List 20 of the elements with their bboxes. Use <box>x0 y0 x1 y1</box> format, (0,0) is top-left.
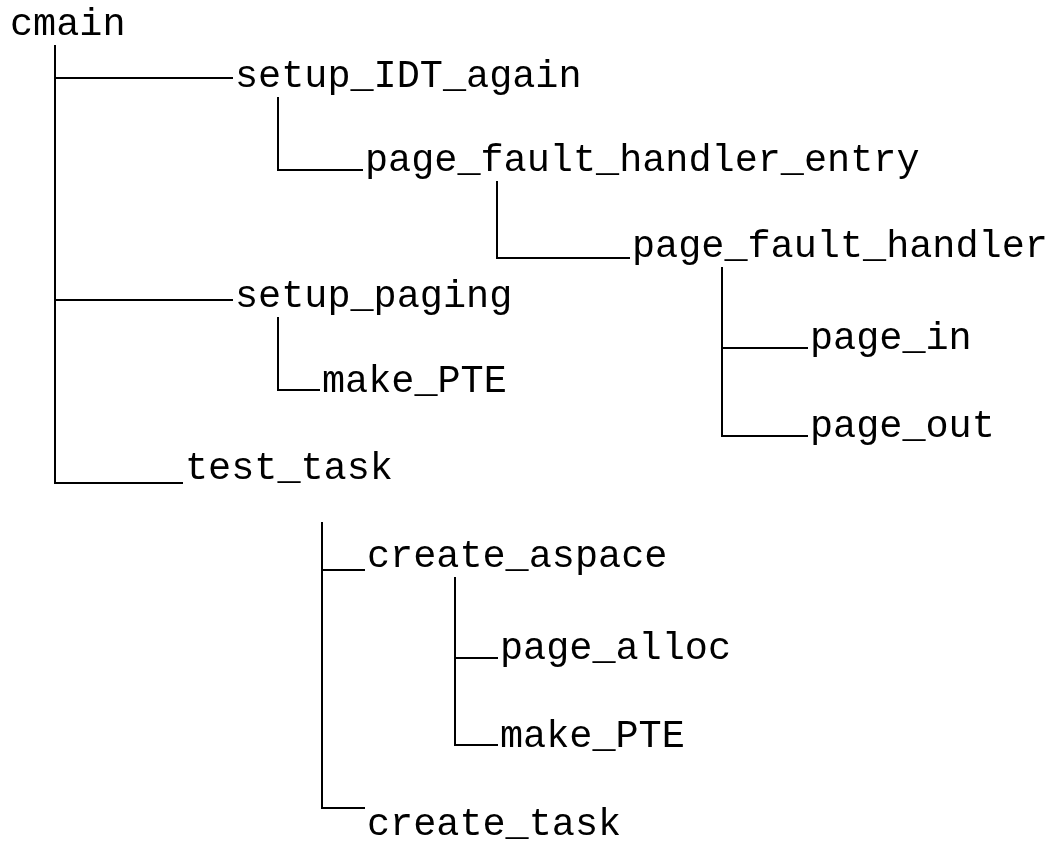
call-connector <box>454 576 499 746</box>
function-name: make_PTE <box>322 363 507 402</box>
function-name: page_fault_handler_entry <box>365 142 920 181</box>
call-connector <box>54 44 184 484</box>
call-connector <box>496 180 631 259</box>
function-name: page_alloc <box>500 630 732 669</box>
function-name: setup_IDT_again <box>235 58 582 97</box>
function-name: page_in <box>810 320 972 359</box>
call-connector <box>321 521 366 809</box>
function-name: create_aspace <box>367 538 668 577</box>
call-connector <box>277 96 364 171</box>
call-connector <box>277 316 321 391</box>
function-name: cmain <box>10 6 126 45</box>
function-name: test_task <box>185 450 393 489</box>
function-name: create_task <box>367 806 622 845</box>
function-name: page_fault_handler <box>632 228 1048 267</box>
function-name: setup_paging <box>235 278 513 317</box>
function-name: page_out <box>810 408 995 447</box>
function-name: make_PTE <box>500 718 685 757</box>
call-connector <box>721 266 809 437</box>
